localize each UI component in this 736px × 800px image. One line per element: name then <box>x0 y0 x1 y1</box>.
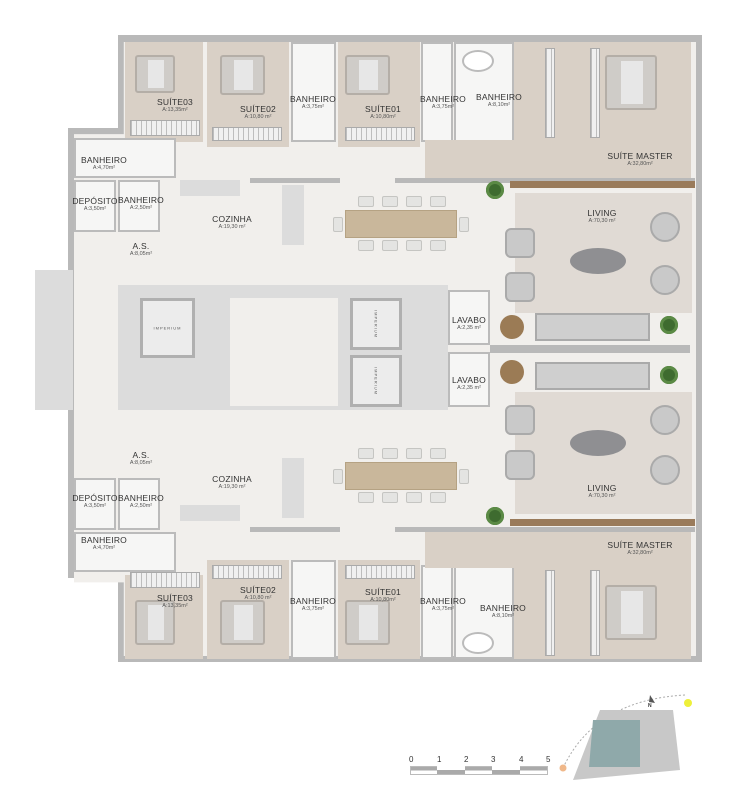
dining-chair <box>430 448 446 459</box>
dining-chair <box>333 217 343 232</box>
dining-chair <box>382 240 398 251</box>
dining-chair <box>406 240 422 251</box>
scale-tick: 0 <box>409 755 414 764</box>
dining-chair <box>382 492 398 503</box>
elevator-1: IMPERIUM <box>350 298 402 350</box>
banheiro-470-top <box>74 138 176 178</box>
dining-chair <box>333 469 343 484</box>
scale-tick: 5 <box>546 755 551 764</box>
room-label-as-top: A.S.A:8,05m² <box>129 241 153 258</box>
dining-chair <box>382 448 398 459</box>
dining-chair <box>358 448 374 459</box>
dining-chair <box>430 240 446 251</box>
dining-chair <box>358 240 374 251</box>
site-map-graphic <box>559 694 692 780</box>
scale-tick: 4 <box>519 755 524 764</box>
deposito-top <box>74 180 116 232</box>
dining-chair <box>406 448 422 459</box>
dining-chair <box>459 469 469 484</box>
west-balcony <box>35 270 73 410</box>
banheiro-top-1 <box>291 42 336 142</box>
dining-chair <box>406 492 422 503</box>
banheiro-top-2 <box>421 42 453 142</box>
dining-chair <box>430 492 446 503</box>
dining-chair <box>358 196 374 207</box>
scale-tick: 2 <box>464 755 469 764</box>
room-label-as-bottom: A.S.A:8,05m² <box>129 450 153 467</box>
suite-master-top-b <box>514 42 691 142</box>
compass-north: N <box>648 703 652 709</box>
dining-chair <box>358 492 374 503</box>
dining-chair <box>406 196 422 207</box>
banheiro-250-top <box>118 180 160 232</box>
dining-table-bottom <box>345 462 457 490</box>
lavabo-bottom <box>448 352 490 407</box>
scale-tick: 3 <box>491 755 496 764</box>
dining-chair <box>430 196 446 207</box>
elevator-2: IMPERIUM <box>350 355 402 407</box>
elevator-service: IMPERIUM <box>140 298 195 358</box>
dining-table-top <box>345 210 457 238</box>
suite-master-top-a <box>425 140 691 180</box>
dining-chair <box>459 217 469 232</box>
dining-chair <box>382 196 398 207</box>
scale-tick: 1 <box>437 755 442 764</box>
lavabo-top <box>448 290 490 345</box>
